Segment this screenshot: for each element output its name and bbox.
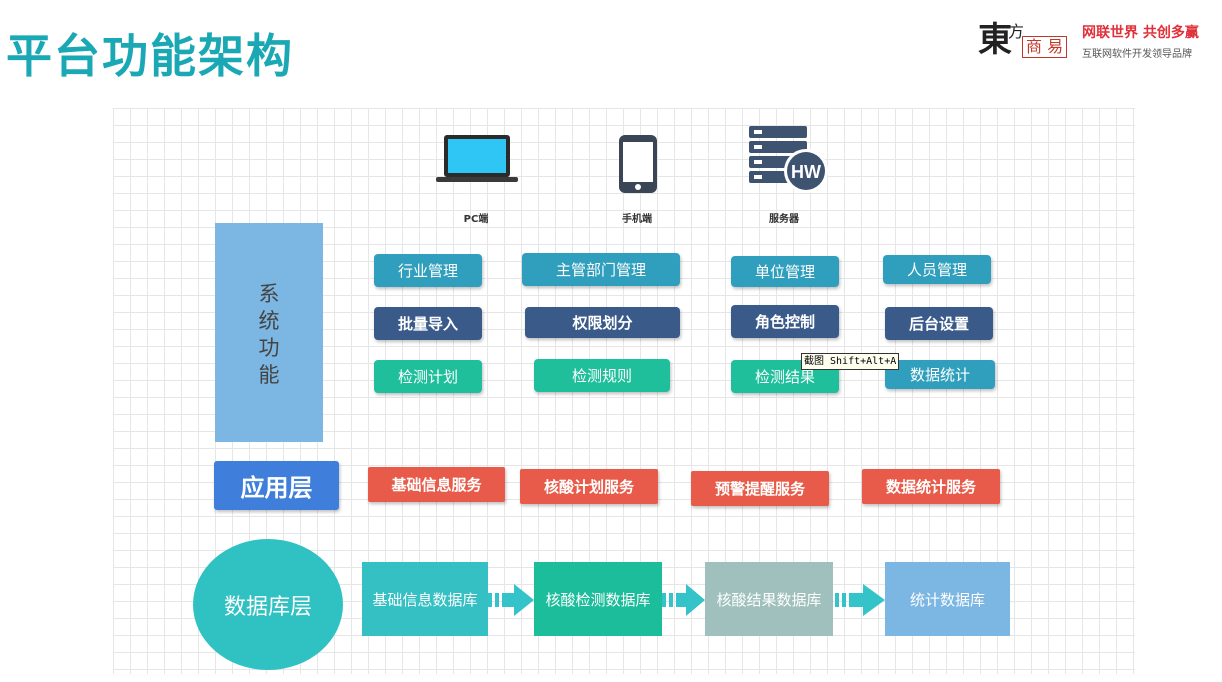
database-layer-label: 数据库层	[193, 539, 343, 670]
function-batch-import: 批量导入	[374, 307, 482, 340]
function-permission-division: 权限划分	[525, 307, 680, 338]
function-personnel-management: 人员管理	[883, 255, 991, 284]
company-logo: 東 方 商 易 网联世界 共创多赢 互联网软件开发领导品牌	[978, 12, 1214, 64]
system-functions-block: 系 统 功 能	[215, 223, 323, 442]
db-basic-info: 基础信息数据库	[362, 562, 488, 636]
db-statistics: 统计数据库	[885, 562, 1010, 636]
function-department-management: 主管部门管理	[522, 253, 680, 286]
function-unit-management: 单位管理	[731, 256, 839, 287]
logo-tagline: 互联网软件开发领导品牌	[1082, 49, 1192, 60]
db-nucleic-test: 核酸检测数据库	[534, 562, 662, 636]
server-icon: HW	[749, 126, 828, 193]
device-label-phone: 手机端	[622, 214, 652, 225]
function-role-control: 角色控制	[731, 305, 839, 338]
flow-arrow-icon	[488, 584, 534, 616]
logo-seal: 商 易	[1022, 36, 1068, 58]
function-data-statistics: 数据统计	[885, 360, 995, 389]
service-basic-info: 基础信息服务	[368, 467, 505, 502]
service-alert-reminder: 预警提醒服务	[691, 471, 829, 506]
screenshot-shortcut-tooltip: 截图 Shift+Alt+A	[801, 353, 900, 370]
function-industry-management: 行业管理	[374, 254, 482, 287]
function-backend-settings: 后台设置	[885, 307, 993, 340]
device-label-server: 服务器	[769, 214, 799, 225]
flow-arrow-icon	[662, 584, 705, 616]
function-test-plan: 检测计划	[374, 360, 482, 393]
logo-mark: 東	[978, 20, 1012, 60]
logo-slogan: 网联世界 共创多赢	[1082, 25, 1199, 41]
device-label-pc: PC端	[463, 214, 489, 225]
system-functions-label: 系 统 功 能	[258, 282, 280, 387]
flow-arrow-icon	[835, 584, 885, 616]
logo-sub: 方	[1008, 22, 1025, 41]
phone-icon	[619, 135, 657, 193]
server-badge: HW	[791, 162, 821, 182]
function-test-rules: 检测规则	[534, 359, 670, 392]
application-layer-label: 应用层	[214, 461, 339, 510]
page-title: 平台功能架构	[6, 29, 294, 83]
service-nucleic-plan: 核酸计划服务	[520, 469, 658, 504]
laptop-icon	[436, 135, 518, 182]
db-nucleic-result: 核酸结果数据库	[705, 562, 833, 636]
service-data-statistics: 数据统计服务	[862, 469, 1000, 504]
